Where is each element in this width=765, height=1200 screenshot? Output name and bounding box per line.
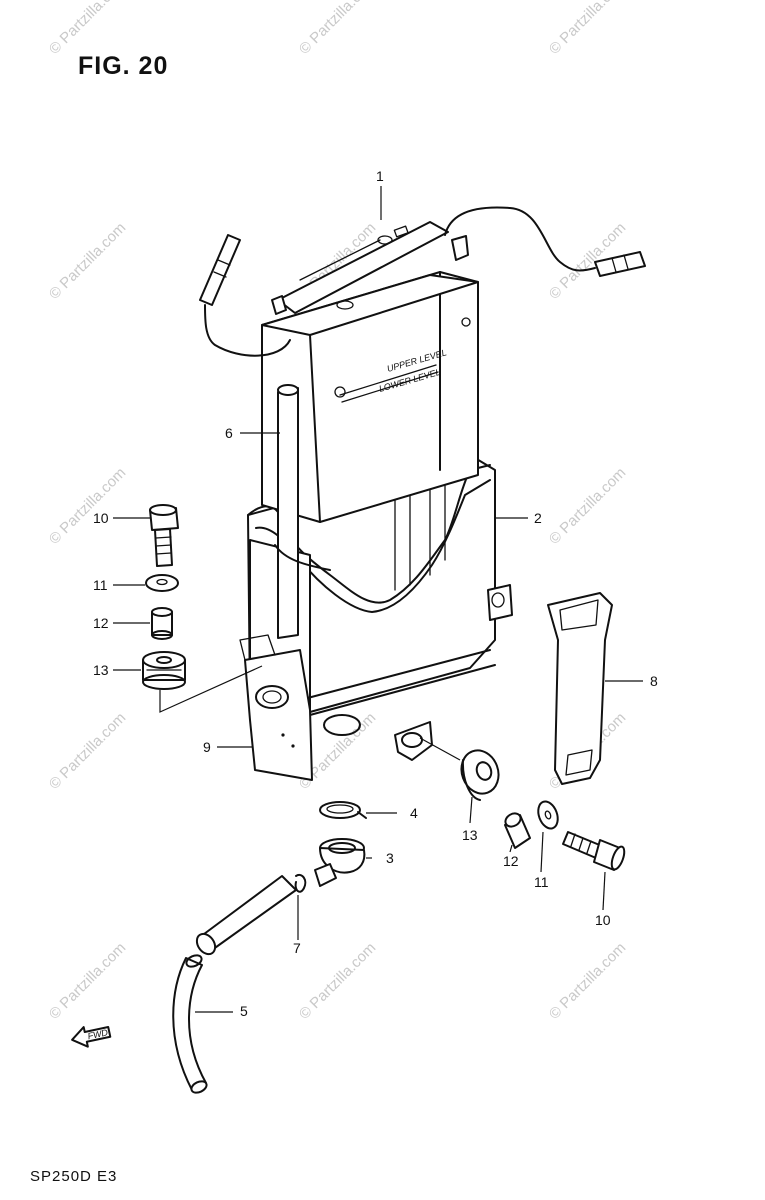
washer-right [537,800,559,830]
callout-12-left: 12 [93,615,109,631]
watermark: © Partzilla.com [46,219,129,302]
callout-13-left: 13 [93,662,109,678]
hose-clamp [294,874,307,893]
washer-left [145,574,179,592]
callout-7: 7 [293,940,301,956]
callout-8: 8 [650,673,658,689]
drain-hose-assembly [172,801,367,1094]
fwd-label: FWD [87,1027,110,1041]
hose-clip [319,801,367,819]
watermark: © Partzilla.com [296,0,379,58]
callout-11-right: 11 [534,874,549,890]
hose-elbow [314,838,366,887]
callout-11-left: 11 [93,577,108,593]
watermark: © Partzilla.com [546,939,629,1022]
callout-2: 2 [534,510,542,526]
callout-13-right: 13 [462,827,478,843]
callout-1: 1 [376,168,384,184]
watermark: © Partzilla.com [296,939,379,1022]
callout-10-right: 10 [595,912,611,928]
battery-cables [199,206,646,357]
bolt-right [562,831,626,871]
bracket [239,634,433,781]
watermark: © Partzilla.com [46,709,129,792]
watermark: © Partzilla.com [46,464,129,547]
callout-6: 6 [225,425,233,441]
watermark: © Partzilla.com [546,464,629,547]
grommet-right [460,749,500,801]
callout-10-left: 10 [93,510,109,526]
left-hardware [142,504,263,713]
leader-lines [113,186,643,1013]
grommet-left [142,651,186,690]
collar-left [151,607,173,640]
callout-12-right: 12 [503,853,519,869]
callout-9: 9 [203,739,211,755]
watermark: © Partzilla.com [46,0,129,58]
model-code: SP250D E3 [30,1168,118,1185]
right-hardware [419,737,626,871]
vent-tube-pipe [274,384,331,639]
watermark: © Partzilla.com [46,939,129,1022]
callout-5: 5 [240,1003,248,1019]
watermark: © Partzilla.com [546,0,629,58]
callout-3: 3 [386,850,394,866]
collar-right [504,812,531,849]
drain-hose [172,875,297,1094]
figure-title: FIG. 20 [78,52,169,80]
callout-4: 4 [410,805,418,821]
battery-strap [547,592,613,785]
fwd-arrow-icon: FWD [71,1025,112,1048]
callout-numbers: 1 2 3 4 5 6 7 8 9 10 11 12 13 13 12 11 1… [93,168,658,1019]
battery: UPPER LEVEL LOWER LEVEL [261,221,479,523]
bolt-left [149,504,179,567]
